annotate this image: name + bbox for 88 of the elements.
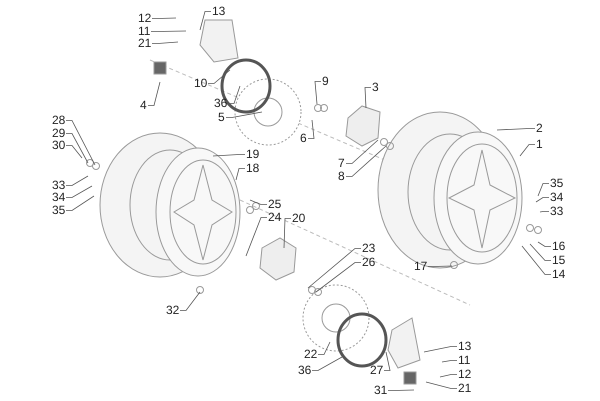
callout-number: 12 (458, 368, 472, 381)
leader-line (318, 342, 330, 355)
leader-line (442, 360, 458, 362)
leader-line (530, 244, 552, 261)
callout-number: 34 (52, 191, 66, 204)
leader-line (246, 217, 268, 256)
leader-line (66, 133, 88, 164)
callout-number: 30 (52, 139, 66, 152)
leader-line (346, 146, 386, 177)
callout-number: 15 (552, 254, 566, 267)
leader-line (424, 346, 458, 352)
leader-line (540, 211, 550, 212)
callout-number: 33 (52, 179, 66, 192)
callout-number: 36 (298, 364, 312, 377)
callout-number: 21 (138, 37, 152, 50)
callout-number: 32 (166, 304, 180, 317)
leader-line (312, 356, 342, 371)
leader-line (308, 248, 362, 288)
leader-line (152, 18, 176, 19)
callout-number: 4 (140, 99, 147, 112)
leader-line (520, 144, 536, 156)
leader-line (314, 81, 322, 104)
leader-line (66, 145, 82, 158)
callout-number: 11 (458, 354, 470, 367)
callout-number: 27 (370, 364, 384, 377)
callout-number: 11 (138, 25, 150, 38)
callout-number: 28 (52, 114, 66, 127)
leader-line (226, 112, 262, 118)
callout-number: 10 (194, 77, 208, 90)
callout-number: 13 (458, 340, 472, 353)
leader-line (440, 374, 458, 378)
callout-number: 36 (214, 97, 228, 110)
leader-line (228, 86, 240, 104)
callout-number: 5 (218, 111, 225, 124)
leader-line (364, 87, 372, 108)
leader-line (236, 168, 246, 180)
callout-number: 3 (372, 81, 379, 94)
leader-line (388, 390, 414, 391)
leader-line (308, 120, 314, 139)
callout-number: 23 (362, 242, 376, 255)
leader-line (152, 42, 178, 44)
callout-number: 18 (246, 162, 260, 175)
callout-number: 29 (52, 127, 66, 140)
callout-number: 13 (212, 5, 226, 18)
callout-number: 35 (52, 204, 66, 217)
leader-line (316, 262, 362, 292)
callout-number: 20 (292, 212, 306, 225)
callout-number: 1 (536, 138, 543, 151)
callout-number: 26 (362, 256, 376, 269)
callout-number: 31 (374, 384, 388, 397)
callout-number: 2 (536, 122, 543, 135)
leader-line (428, 266, 452, 267)
callout-number: 33 (550, 205, 564, 218)
callout-number: 12 (138, 12, 152, 25)
callout-number: 21 (458, 382, 472, 395)
leader-line (66, 196, 94, 211)
callout-number: 8 (338, 170, 345, 183)
leader-line (496, 128, 536, 130)
leader-line (346, 140, 378, 164)
leader-line (180, 292, 200, 311)
leader-line (522, 246, 552, 275)
callout-number: 19 (246, 148, 260, 161)
callout-number: 16 (552, 240, 566, 253)
leader-line (536, 197, 550, 202)
callout-number: 34 (550, 191, 564, 204)
leader-line (426, 382, 458, 389)
callout-number: 25 (268, 198, 282, 211)
callout-number: 6 (300, 132, 307, 145)
leader-line (148, 82, 160, 106)
leader-line (208, 70, 230, 84)
callout-number: 7 (338, 157, 345, 170)
leader-line (538, 183, 550, 196)
leader-line (66, 176, 88, 186)
leader-line (212, 154, 246, 156)
leader-line (200, 11, 212, 30)
callout-number: 22 (304, 348, 318, 361)
callout-number: 9 (322, 75, 329, 88)
leader-line (384, 352, 390, 371)
leader-line (150, 30, 186, 32)
leader-line (250, 200, 268, 205)
leader-line (66, 120, 96, 166)
callout-number: 35 (550, 177, 564, 190)
leader-line (66, 186, 92, 198)
leader-line (538, 242, 552, 247)
leader-line (284, 218, 292, 248)
callout-number: 14 (552, 268, 566, 281)
callout-number: 24 (268, 211, 282, 224)
callout-number: 17 (414, 260, 428, 273)
